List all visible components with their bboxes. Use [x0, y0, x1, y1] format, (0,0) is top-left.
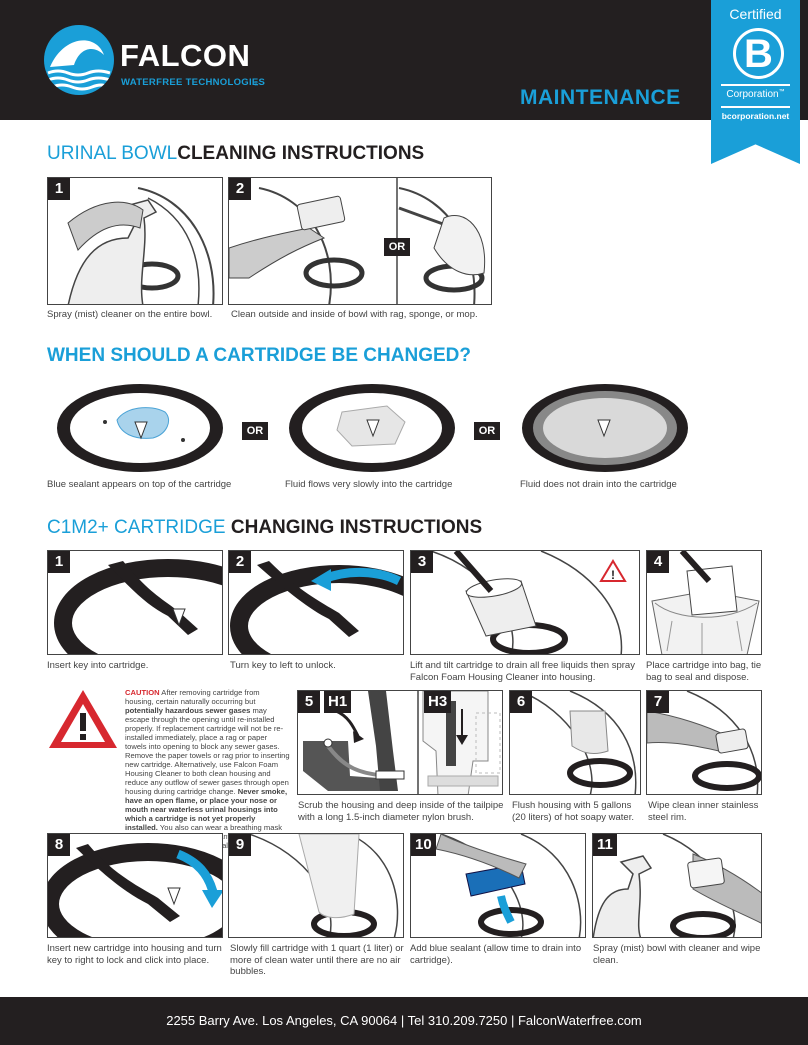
step-7-panel: 7 [646, 690, 762, 795]
bcorp-divider-2 [721, 106, 790, 108]
section-title-c1m2: C1M2+ CARTRIDGE CHANGING INSTRUCTIONS [47, 517, 482, 539]
bcorp-url: bcorporation.net [721, 111, 790, 121]
svg-text:!: ! [611, 568, 615, 582]
flush-housing-icon [519, 691, 637, 794]
step-number: 9 [229, 834, 251, 856]
step-number: 2 [229, 178, 251, 200]
page-title: MAINTENANCE [520, 86, 681, 109]
cartridge-no-drain-icon [522, 384, 688, 472]
step-7-caption: Wipe clean inner stainless steel rim. [648, 800, 759, 823]
step-2-caption: Turn key to left to unlock. [230, 660, 336, 671]
caution-bold-2: Never smoke, have an open flame, or plac… [125, 787, 288, 832]
scrub-housing-icon [303, 691, 501, 794]
step-5-h1-label: H1 [324, 691, 352, 713]
step-number: 6 [510, 691, 532, 713]
step-11-panel: 11 [592, 833, 762, 938]
step-number: 5 [298, 691, 320, 713]
sign-slow-flow-image [287, 382, 457, 474]
turn-key-right-icon [48, 843, 222, 937]
step-5-caption: Scrub the housing and deep inside of the… [298, 800, 504, 823]
caution-bold-1: potentially hazardous sewer gases [125, 706, 251, 715]
section-title-light: URINAL BOWL [47, 143, 178, 164]
fill-water-icon [248, 834, 399, 937]
cartridge-slow-flow-icon [289, 384, 455, 472]
step-1-caption: Insert key into cartridge. [47, 660, 149, 671]
sign-caption-3: Fluid does not drain into the cartridge [520, 479, 677, 490]
step-number: 1 [48, 551, 70, 573]
caution-text-2: may escape through the opening until re-… [125, 706, 290, 796]
bag-dispose-icon [651, 551, 760, 654]
or-badge: OR [384, 238, 410, 256]
cleaning-step-2-panel: 2 [228, 177, 492, 305]
bcorp-badge: Certified B Corporation™ bcorporation.ne… [711, 0, 800, 164]
step-number: 10 [411, 834, 436, 856]
bcorp-corporation: Corporation™ [711, 89, 800, 100]
insert-key-icon [54, 559, 222, 654]
step-9-panel: 9 [228, 833, 404, 938]
section-title-bold: CLEANING INSTRUCTIONS [177, 143, 425, 164]
wipe-rim-icon [647, 691, 761, 794]
step-number: 3 [411, 551, 433, 573]
section-title-bold: CHANGING INSTRUCTIONS [230, 517, 483, 538]
step-number: 1 [48, 178, 70, 200]
step-4-caption: Place cartridge into bag, tie bag to sea… [646, 660, 762, 683]
sign-blue-sealant-image [55, 382, 225, 474]
spray-bowl-icon [67, 187, 215, 304]
bcorp-corporation-text: Corporation [726, 89, 779, 100]
section-title-cartridge-question: WHEN SHOULD A CARTRIDGE BE CHANGED? [47, 345, 471, 366]
brand-name: FALCON [120, 38, 251, 73]
step-3-panel: ! 3 [410, 550, 640, 655]
step-3-caption: Lift and tilt cartridge to drain all fre… [410, 660, 635, 683]
step-5-panel: 5 H1 H3 [297, 690, 503, 795]
sign-no-drain-image [520, 382, 690, 474]
sign-caption-1: Blue sealant appears on top of the cartr… [47, 479, 232, 490]
step-6-panel: 6 [509, 690, 641, 795]
bcorp-certified: Certified [729, 6, 782, 22]
caution-label: CAUTION [125, 688, 160, 697]
caution-text-1: After removing cartridge from housing, c… [125, 688, 260, 706]
sign-caption-2: Fluid flows very slowly into the cartrid… [285, 479, 453, 490]
lift-cartridge-icon: ! [430, 551, 627, 654]
cleaning-step-1-panel: 1 [47, 177, 223, 305]
step-6-caption: Flush housing with 5 gallons (20 liters)… [512, 800, 634, 823]
step-10-caption: Add blue sealant (allow time to drain in… [410, 943, 582, 966]
step-8-panel: 8 [47, 833, 223, 938]
page-footer: 2255 Barry Ave. Los Angeles, CA 90064 | … [0, 997, 808, 1045]
or-badge: OR [242, 422, 268, 440]
cartridge-blue-sealant-icon [57, 384, 223, 472]
rag-and-mop-icon [229, 178, 486, 304]
bcorp-logo: B [733, 28, 784, 79]
section-title-urinal-cleaning: URINAL BOWLCLEANING INSTRUCTIONS [47, 143, 424, 165]
cleaning-step-1-caption: Spray (mist) cleaner on the entire bowl. [47, 309, 213, 320]
cleaning-step-2-caption: Clean outside and inside of bowl with ra… [231, 309, 478, 320]
step-1-panel: 1 [47, 550, 223, 655]
step-4-panel: 4 [646, 550, 762, 655]
wave-logo-icon [47, 40, 111, 91]
warning-icon [49, 690, 117, 748]
step-8-caption: Insert new cartridge into housing and tu… [47, 943, 222, 966]
bcorp-divider [721, 84, 790, 86]
section-title-light: C1M2+ CARTRIDGE [47, 517, 226, 538]
or-badge: OR [474, 422, 500, 440]
step-number: 11 [593, 834, 617, 856]
falcon-logo [44, 25, 114, 95]
step-number: 7 [647, 691, 669, 713]
step-9-caption: Slowly fill cartridge with 1 quart (1 li… [230, 943, 404, 977]
registered-mark: ® [254, 82, 259, 88]
step-2-panel: 2 [228, 550, 404, 655]
step-11-caption: Spray (mist) bowl with cleaner and wipe … [593, 943, 761, 966]
spray-wipe-icon [593, 834, 761, 937]
step-number: 4 [647, 551, 669, 573]
step-number: 8 [48, 834, 70, 856]
step-10-panel: 10 [410, 833, 586, 938]
bcorp-tm: ™ [778, 89, 785, 95]
add-sealant-icon [435, 834, 582, 937]
page-header [0, 0, 808, 120]
step-5-h3-label: H3 [424, 691, 452, 713]
turn-key-left-icon [230, 561, 403, 654]
brand-subtitle: WATERFREE TECHNOLOGIES [121, 77, 266, 88]
step-number: 2 [229, 551, 251, 573]
